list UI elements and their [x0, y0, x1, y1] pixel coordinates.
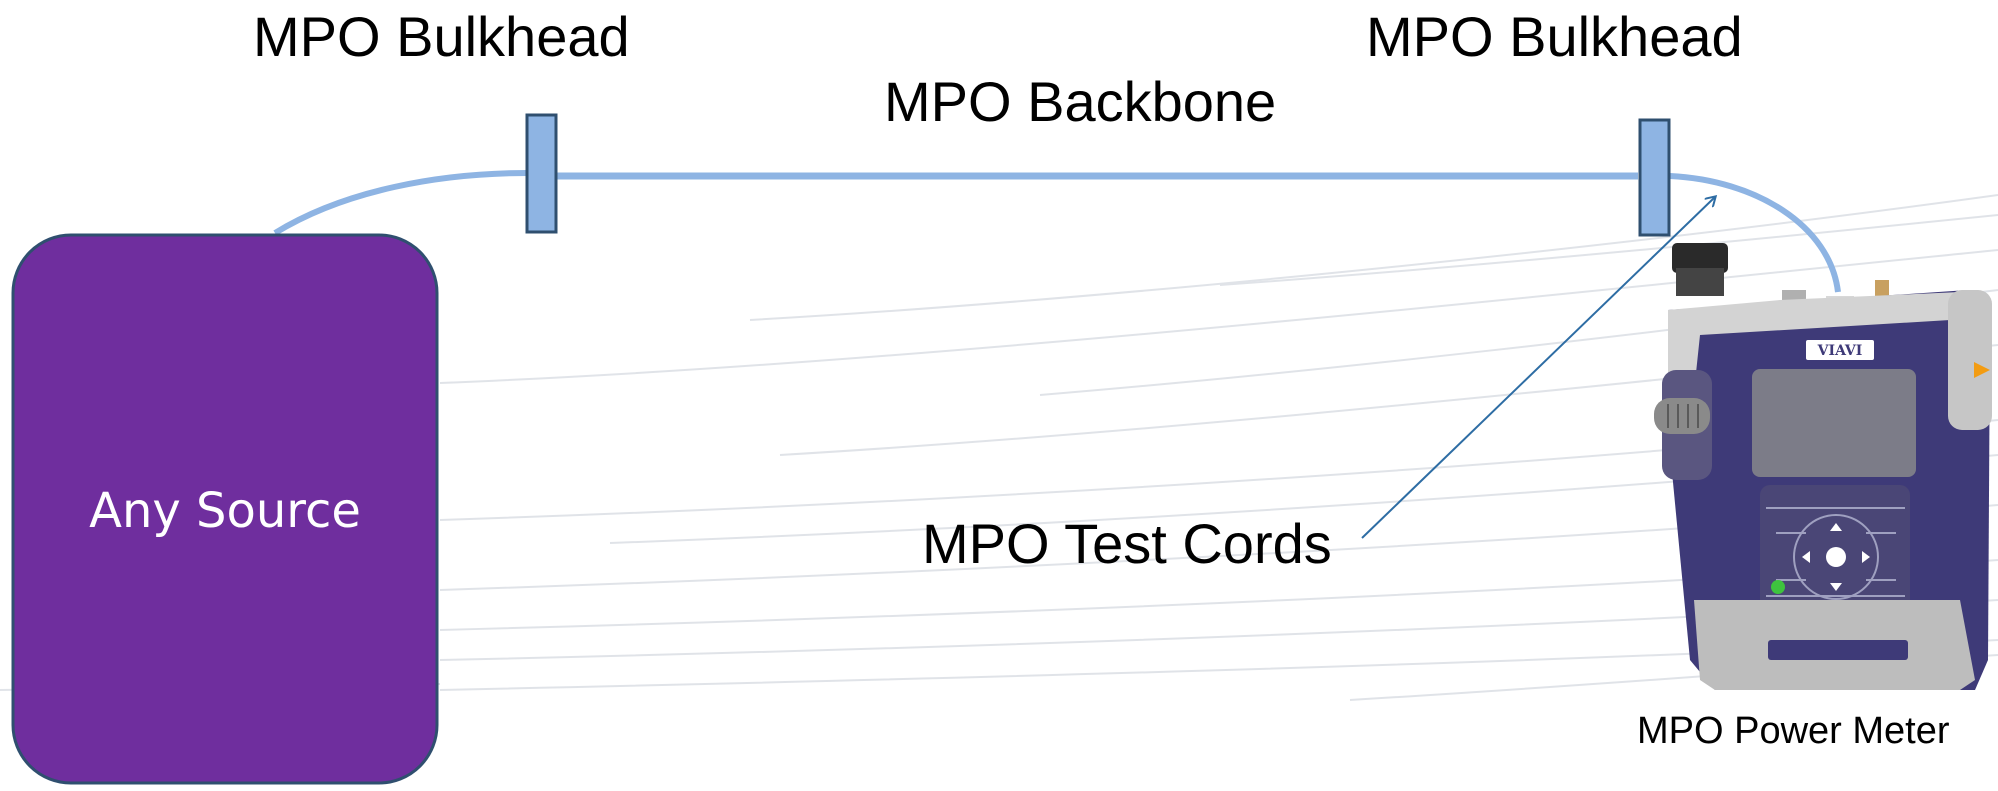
side-wheel-icon	[1654, 398, 1710, 434]
power-meter-device: VIAVI	[1654, 243, 1992, 690]
indicator-icon	[1974, 362, 1990, 378]
source-box	[11, 233, 439, 785]
test-cord-right	[1669, 173, 1841, 293]
bulkhead-right	[1638, 118, 1671, 237]
status-led-icon	[1771, 580, 1785, 594]
bulkhead-left	[525, 113, 558, 234]
backbone-label: MPO Backbone	[884, 70, 1277, 133]
test-cords-arrow	[1361, 197, 1715, 539]
source-label: Any Source	[89, 483, 361, 539]
bulkhead-left-label: MPO Bulkhead	[253, 5, 630, 68]
bulkhead-right-label: MPO Bulkhead	[1366, 5, 1743, 68]
device-brand: VIAVI	[1817, 343, 1863, 359]
power-meter-label: MPO Power Meter	[1637, 710, 1950, 752]
test-cords-label: MPO Test Cords	[922, 512, 1332, 575]
device-screen	[1752, 369, 1916, 477]
test-cord-left	[273, 170, 529, 236]
select-button-icon	[1826, 547, 1846, 567]
